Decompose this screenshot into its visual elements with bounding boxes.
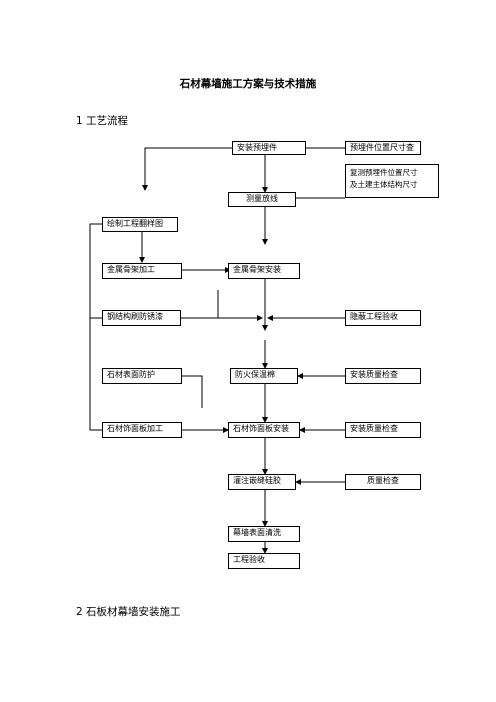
document-title: 石材幕墙施工方案与技术措施	[179, 78, 317, 90]
box-metal-frame-install: 金属骨架安装	[228, 263, 300, 279]
note-recheck: 复测预埋件位置尺寸 及土建主体结构尺寸	[345, 164, 439, 198]
line-stone-protect	[182, 375, 203, 408]
box-hidden-acceptance: 隐蔽工程验收	[345, 310, 421, 326]
box-stone-protect: 石材表面防护	[102, 368, 182, 384]
box-acceptance: 工程验收	[228, 553, 300, 569]
note-recheck-line1: 复测预埋件位置尺寸	[350, 168, 418, 177]
box-surface-clean: 幕墙表面清洗	[228, 526, 300, 542]
box-fire-insulation: 防火保温棉	[230, 368, 298, 384]
box-stone-panel-fab: 石材饰面板加工	[102, 422, 182, 438]
note-recheck-line2: 及土建主体结构尺寸	[350, 180, 418, 189]
box-seal-glue: 灌注嵌缝硅胶	[228, 474, 296, 490]
box-quality-inspect: 质量检查	[345, 474, 421, 490]
section-heading-stone-install: 2 石板材幕墙安装施工	[76, 606, 181, 618]
box-stone-panel-install: 石材饰面板安装	[228, 422, 300, 438]
box-embed-check: 预埋件位置尺寸查	[345, 141, 421, 155]
section-heading-process-flow: 1 工艺流程	[76, 115, 129, 127]
line-left-loop	[89, 223, 102, 431]
box-steel-antirust: 钢结构刷防锈漆	[102, 310, 181, 326]
box-metal-frame-fab: 金属骨架加工	[102, 263, 182, 279]
box-survey-layout: 测量放线	[228, 192, 296, 207]
arrow-install-to-draw	[142, 147, 232, 191]
box-quality-check-2: 安装质量检查	[345, 422, 421, 438]
box-install-embed: 安装预埋件	[232, 141, 306, 155]
box-quality-check-1: 安装质量检查	[345, 368, 421, 384]
box-draw-layout: 绘制工程翻样图	[102, 217, 178, 232]
